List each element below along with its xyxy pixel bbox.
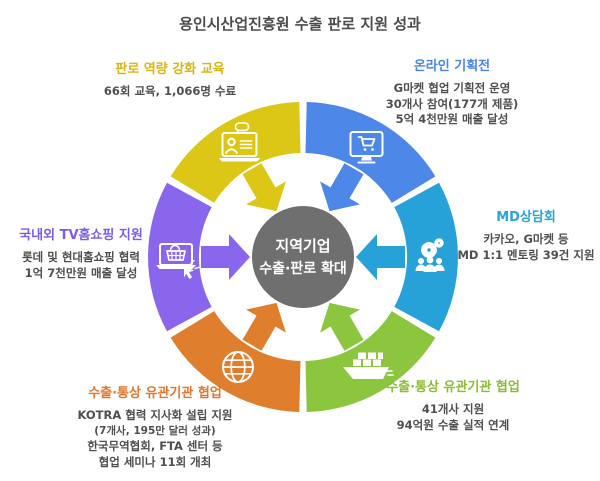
section-block-md-meeting: MD상담회 카카오, G마켓 등 MD 1:1 멘토링 39건 지원	[457, 210, 594, 263]
section-stat: 롯데 및 현대홈쇼핑 협력	[22, 250, 140, 264]
inward-arrow-md-meeting	[356, 234, 405, 280]
section-heading: 수출·통상 유관기관 협업	[88, 386, 222, 401]
inward-arrow-online-exhibition	[320, 163, 364, 212]
section-heading: 국내외 TV홈쇼핑 지원	[19, 228, 143, 243]
ring-segment-online-exhibition	[305, 102, 436, 203]
inward-arrow-export-agency-collab	[320, 302, 364, 351]
section-stat: 41개사 지원	[421, 402, 485, 416]
page-title: 용인시산업진흥원 수출 판로 지원 성과	[179, 15, 421, 33]
cargo-ship-icon	[343, 352, 394, 379]
inward-arrow-tv-home-shopping	[201, 234, 250, 280]
section-stat: 94억원 수출 실적 연계	[396, 417, 510, 432]
section-block-online-exhibition: 온라인 기획전 G마켓 협업 기획전 운영 30개사 참여(177개 제품) 5…	[386, 59, 519, 128]
ring-segment-trade-agency-collab	[170, 311, 301, 412]
section-block-education: 판로 역량 강화 교육 66회 교육, 1,066명 수료	[104, 62, 236, 100]
section-block-export-agency-collab: 수출·통상 유관기관 협업 41개사 지원 94억원 수출 실적 연계	[386, 380, 520, 433]
center-text-line2: 수출·판로 확대	[259, 260, 346, 277]
section-stat: MD 1:1 멘토링 39건 지원	[457, 247, 595, 262]
inward-arrow-trade-agency-collab	[242, 302, 286, 351]
section-stat: 1억 7천만원 매출 달성	[24, 265, 138, 280]
section-stat: KOTRA 협력 지사화 설립 지원	[77, 408, 233, 422]
section-heading: 온라인 기획전	[413, 59, 491, 74]
center-text-line1: 지역기업	[275, 237, 330, 255]
section-stat: 카카오, G마켓 등	[483, 232, 569, 246]
webinar-laptop-icon	[218, 122, 261, 162]
section-heading: 판로 역량 강화 교육	[115, 62, 225, 77]
inward-arrow-education	[242, 163, 286, 212]
section-stat: 30개사 참여(177개 제품)	[385, 96, 519, 111]
section-heading: MD상담회	[496, 210, 556, 225]
globe-icon	[222, 351, 254, 383]
section-stat: 5억 4천만원 매출 달성	[395, 112, 509, 126]
section-block-trade-agency-collab: 수출·통상 유관기관 협업 KOTRA 협력 지사화 설립 지원 (7개사, 1…	[77, 386, 232, 470]
section-stat: 66회 교육, 1,066명 수료	[103, 84, 237, 98]
monitor-cart-icon	[349, 131, 384, 164]
laptop-basket-icon	[156, 243, 200, 279]
section-stat: (7개사, 195만 달러 성과)	[94, 424, 216, 437]
section-stat: G마켓 협업 기획전 운영	[393, 81, 511, 95]
section-stat: 한국무역협회, FTA 센터 등	[87, 439, 223, 453]
center-circle	[252, 206, 354, 308]
people-gears-icon	[415, 238, 445, 272]
section-stat: 협업 세미나 11회 개최	[98, 454, 212, 469]
section-block-tv-home-shopping: 국내외 TV홈쇼핑 지원 롯데 및 현대홈쇼핑 협력 1억 7천만원 매출 달성	[19, 228, 143, 281]
section-heading: 수출·통상 유관기관 협업	[386, 380, 520, 395]
